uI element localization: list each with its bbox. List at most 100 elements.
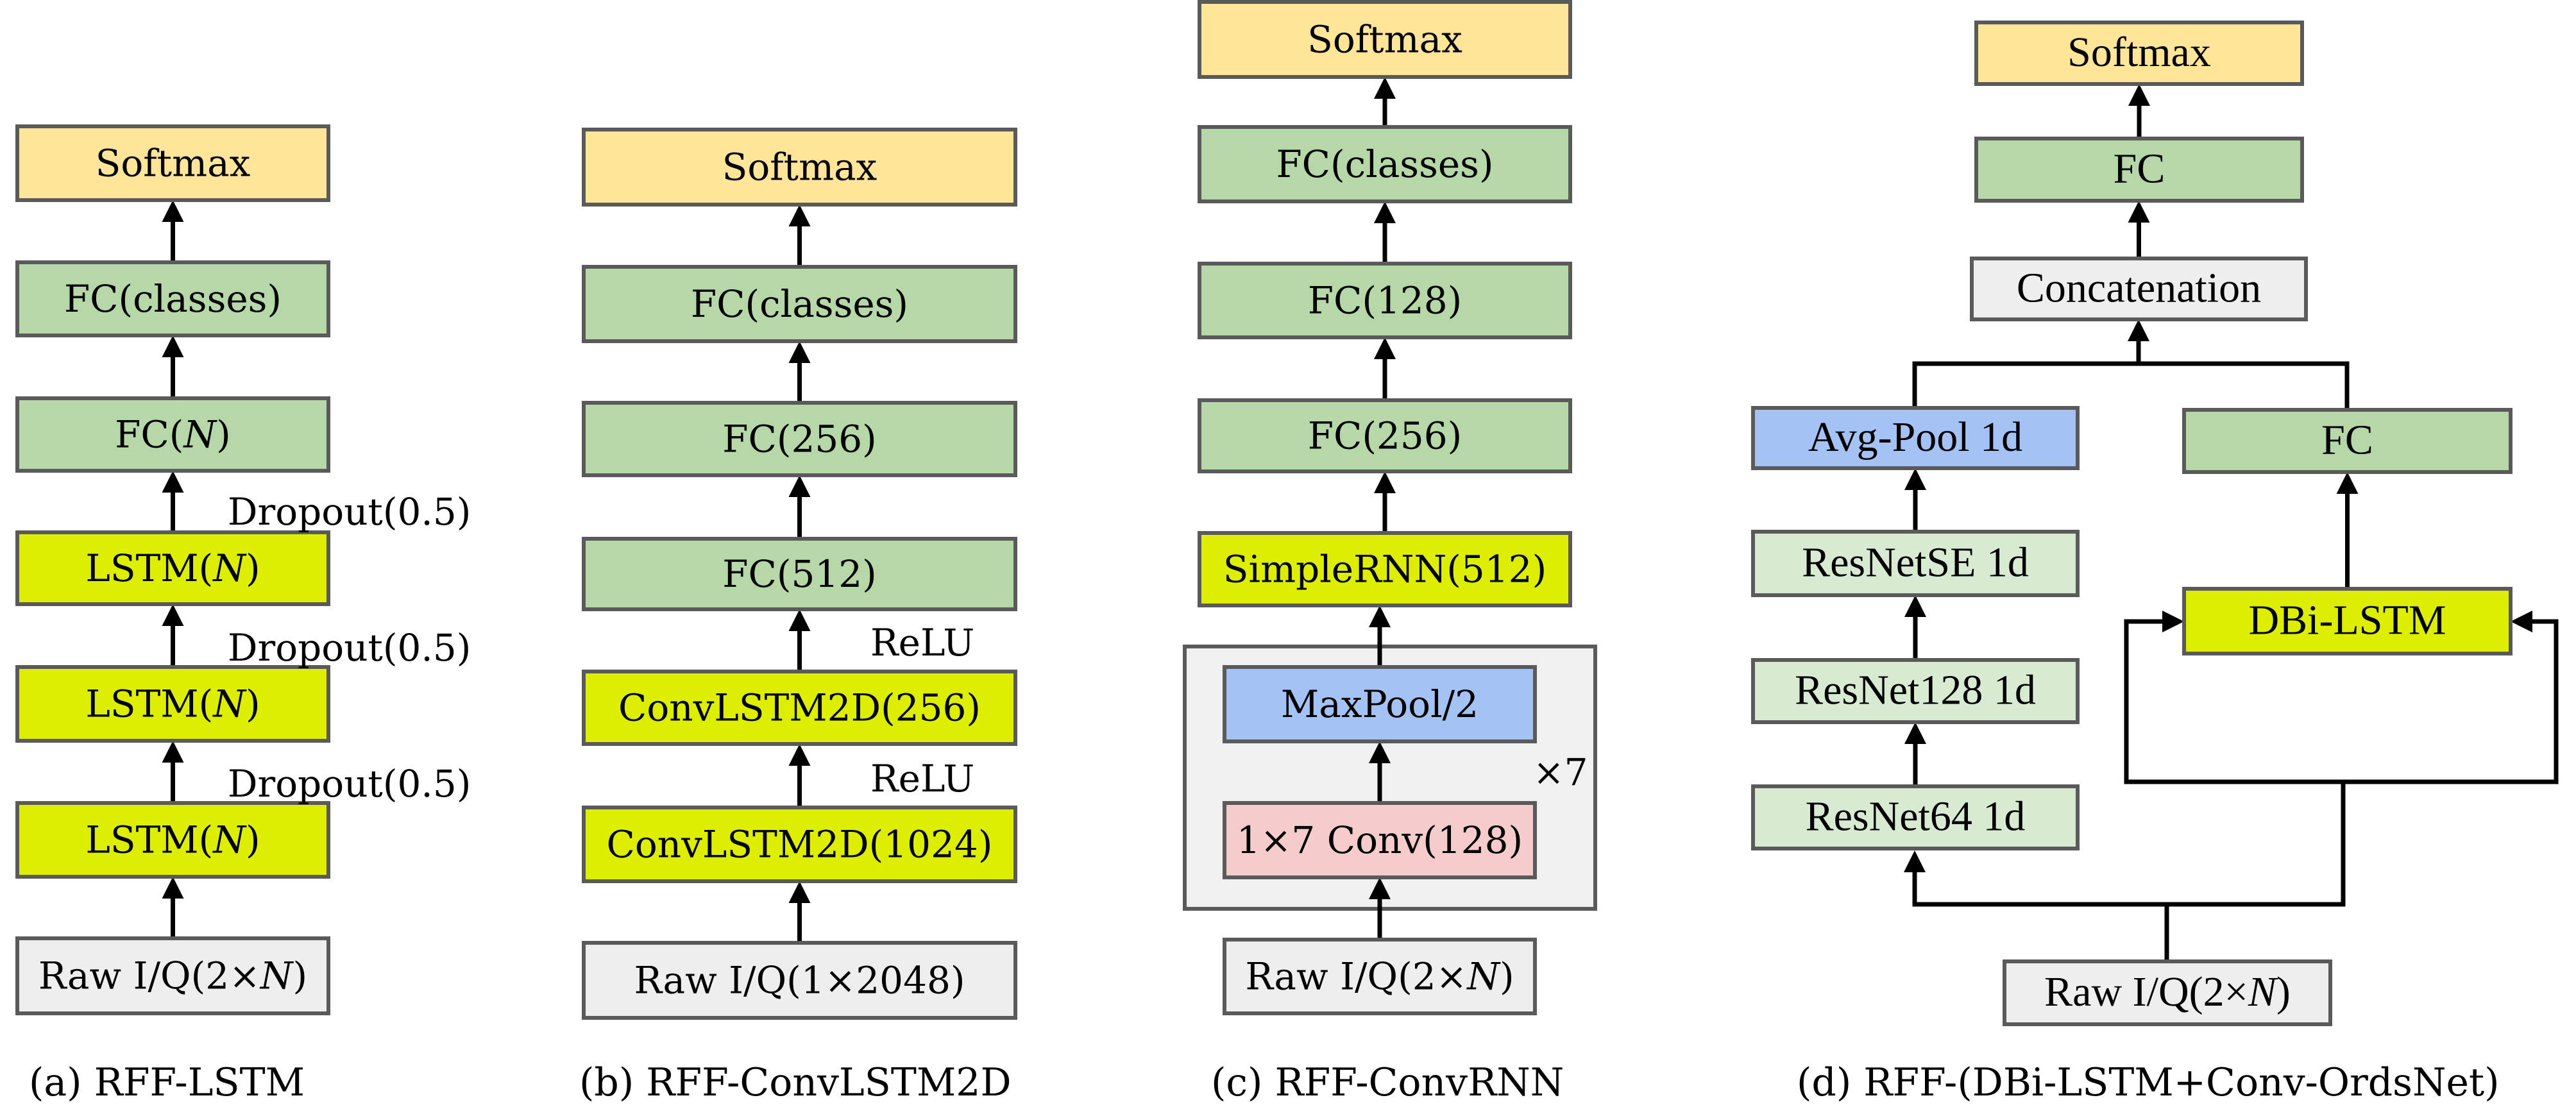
arrowhead-c-fc-classes: [1374, 201, 1396, 223]
layer-label: Avg-Pool 1d: [1808, 414, 2022, 461]
layer-box-d-avgpool: Avg-Pool 1d: [1751, 406, 2080, 470]
layer-box-d-softmax: Softmax: [1974, 21, 2304, 86]
caption-panel-b: (b) RFF-ConvLSTM2D: [579, 1060, 1012, 1105]
layer-box-shape: [1198, 531, 1572, 607]
layer-box-b-input: Raw I/Q(1×2048): [582, 941, 1017, 1020]
layer-box-c-simplernn: SimpleRNN(512): [1198, 531, 1572, 607]
connector-input-to-dbilstm-left: [2124, 619, 2346, 907]
arrowhead-c-maxpool: [1369, 741, 1391, 763]
layer-box-a-lstm1: LSTM(N): [15, 530, 330, 606]
layer-box-shape: [1198, 262, 1572, 339]
caption-panel-a: (a) RFF-LSTM: [29, 1060, 305, 1105]
layer-box-shape: [1198, 125, 1572, 203]
layer-label: FC(256): [1308, 414, 1462, 458]
arrowhead-a-fc-classes: [162, 335, 184, 357]
layer-box-c-fc128: FC(128): [1198, 262, 1572, 339]
layer-box-shape: [1223, 801, 1537, 879]
layer-label: FC(classes): [1276, 142, 1493, 186]
layer-box-shape: [2182, 587, 2512, 655]
layer-label: FC(classes): [691, 282, 908, 326]
layer-box-shape: [1223, 938, 1537, 1015]
arrowhead-c-fc128: [1374, 337, 1396, 359]
layer-label: LSTM(N): [85, 818, 260, 862]
layer-box-shape: [1751, 784, 2080, 850]
layer-box-shape: [582, 941, 1017, 1020]
layer-box-shape: [15, 260, 330, 337]
layer-box-b-convlstm256: ConvLSTM2D(256): [582, 670, 1017, 746]
arrowhead-c-fc256: [1374, 471, 1396, 493]
layer-label: ConvLSTM2D(1024): [606, 823, 992, 866]
layer-box-shape: [582, 806, 1017, 883]
arrowhead-dbilstm-right: [2511, 611, 2532, 632]
layer-box-d-resnet128: ResNet128 1d: [1751, 658, 2080, 724]
layer-box-a-softmax: Softmax: [15, 124, 330, 202]
box-layer: SoftmaxFC(classes)FC(N)LSTM(N)LSTM(N)LST…: [15, 0, 2512, 1026]
layer-label: FC(N): [115, 413, 231, 457]
layer-box-d-input: Raw I/Q(2×N): [2003, 959, 2332, 1026]
layer-box-shape: [1198, 0, 1572, 79]
layer-box-shape: [1198, 398, 1572, 473]
layer-box-shape: [582, 670, 1017, 746]
arrowhead-a-softmax: [162, 200, 184, 222]
layer-box-shape: [15, 801, 330, 879]
arrowhead-d-avgpool: [1904, 468, 1926, 490]
connector-avgpool-to-concat: [1912, 361, 2141, 410]
arrowhead-a-lstm3: [162, 877, 184, 899]
layer-label: ResNetSE 1d: [1802, 539, 2029, 586]
arrowhead-b-convlstm256: [788, 744, 811, 766]
layer-box-d-fc-right: FC: [2182, 408, 2512, 474]
connector-input-to-resnet64: [1912, 870, 2169, 964]
layer-box-c-input: Raw I/Q(2×N): [1223, 938, 1537, 1015]
arrowhead-c-conv: [1369, 877, 1391, 899]
arrowhead-b-fc256: [788, 475, 811, 497]
layer-box-b-fc-classes: FC(classes): [582, 265, 1017, 343]
annotation-c-repeat: ×7: [1533, 750, 1588, 794]
layer-box-shape: [582, 537, 1017, 611]
layer-box-d-concat: Concatenation: [1970, 257, 2308, 321]
layer-box-shape: [15, 665, 330, 743]
annotation-a-drop2: Dropout(0.5): [228, 626, 471, 670]
layer-box-shape: [2003, 959, 2332, 1026]
layer-box-a-input: Raw I/Q(2×N): [15, 936, 330, 1015]
layer-box-shape: [1751, 406, 2080, 470]
annotation-b-relu1: ReLU: [870, 621, 974, 664]
annotation-a-drop1: Dropout(0.5): [228, 490, 471, 534]
arrowhead-b-fc512: [788, 609, 811, 631]
arrowhead-d-resnet128: [1904, 722, 1926, 744]
layer-label: ConvLSTM2D(256): [618, 686, 981, 730]
layer-box-c-fc256: FC(256): [1198, 398, 1572, 473]
layer-label: FC(128): [1308, 279, 1462, 323]
arrowhead-b-convlstm1024: [788, 881, 811, 903]
layer-box-shape: [15, 530, 330, 606]
layer-box-b-fc256: FC(256): [582, 401, 1017, 477]
arrowhead-a-fc-n: [162, 471, 184, 493]
layer-box-b-softmax: Softmax: [582, 128, 1017, 207]
arrowhead-d-resnetse: [1904, 595, 1926, 617]
layer-box-shape: [15, 124, 330, 202]
layer-box-a-lstm3: LSTM(N): [15, 801, 330, 879]
layer-box-c-fc-classes: FC(classes): [1198, 125, 1572, 203]
layer-label: Softmax: [722, 146, 877, 189]
layer-box-shape: [15, 936, 330, 1015]
arrowhead-a-lstm1: [162, 604, 184, 626]
layer-label: Softmax: [96, 142, 251, 185]
layer-box-c-maxpool: MaxPool/2: [1223, 665, 1537, 743]
layer-box-c-softmax: Softmax: [1198, 0, 1572, 79]
caption-layer: (a) RFF-LSTM (b) RFF-ConvLSTM2D (c) RFF-Co…: [29, 1060, 2500, 1105]
layer-box-a-lstm2: LSTM(N): [15, 665, 330, 743]
connector-fc-to-concat: [2136, 339, 2350, 412]
layer-box-a-fc-classes: FC(classes): [15, 260, 330, 337]
layer-label: Raw I/Q(1×2048): [634, 959, 965, 1002]
layer-box-shape: [1751, 530, 2080, 597]
layer-label: Raw I/Q(2×N): [38, 954, 307, 998]
caption-panel-c: (c) RFF-ConvRNN: [1211, 1060, 1564, 1105]
connector-layer: [162, 77, 2559, 964]
arrowhead-resnet64: [1904, 850, 1926, 872]
arrowhead-d-softmax: [2128, 84, 2150, 106]
arrowhead-c-simplernn: [1369, 605, 1391, 627]
layer-label: Raw I/Q(2×N): [1245, 955, 1514, 999]
arrowhead-c-softmax: [1374, 77, 1396, 99]
layer-box-d-resnet64: ResNet64 1d: [1751, 784, 2080, 850]
layer-box-shape: [582, 265, 1017, 343]
